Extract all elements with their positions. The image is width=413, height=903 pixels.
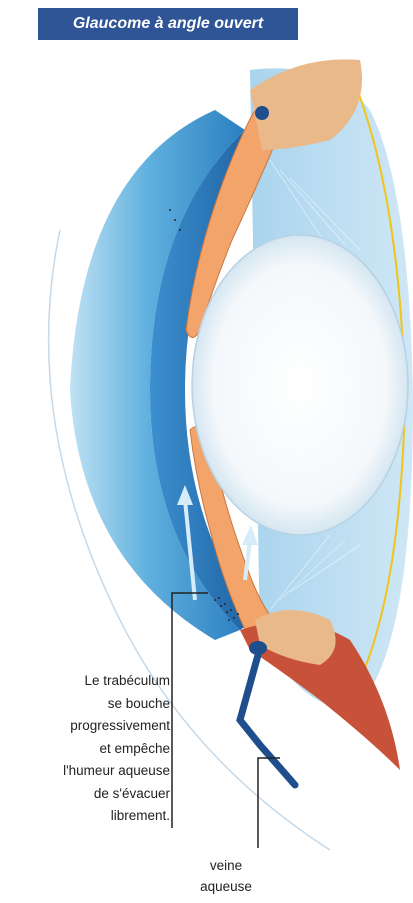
lens: [192, 235, 408, 535]
schlemm-canal-upper: [255, 106, 269, 120]
annotation-line: se bouche: [0, 693, 170, 716]
vein-callout-line: [258, 758, 280, 848]
annotation-line: et empêche: [0, 738, 170, 761]
annotation-line: progressivement: [0, 715, 170, 738]
diagram-title: Glaucome à angle ouvert: [38, 8, 298, 40]
annotation-line: librement.: [0, 805, 170, 828]
trabeculum-annotation: Le trabéculum se bouche progressivement …: [0, 670, 170, 828]
annotation-line: aqueuse: [196, 876, 256, 897]
annotation-line: veine: [196, 855, 256, 876]
annotation-line: de s'évacuer: [0, 783, 170, 806]
flow-arrowhead-2: [242, 525, 258, 545]
vein-annotation: veine aqueuse: [196, 855, 256, 897]
annotation-line: Le trabéculum: [0, 670, 170, 693]
annotation-line: l'humeur aqueuse: [0, 760, 170, 783]
